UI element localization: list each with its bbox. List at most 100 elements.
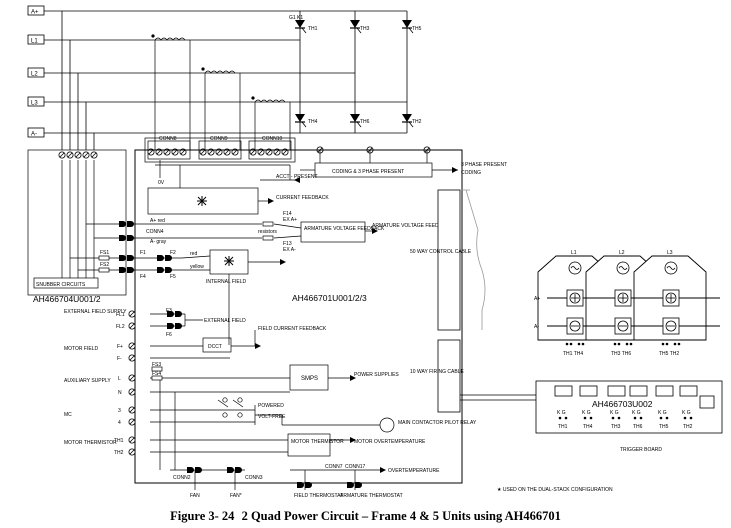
n-label: N	[118, 390, 122, 396]
snubber-wiring	[27, 149, 127, 296]
field-thermostat: FIELD THERMOSTAT	[294, 493, 343, 499]
gk-label: G1 K1	[289, 15, 303, 21]
th1-term-label: TH1	[114, 438, 124, 444]
stack-th-pair: TH3 TH6	[611, 351, 631, 357]
thyristor-label: TH2	[412, 119, 422, 125]
avf-box-label: ARMATURE VOLTAGE FEEDBACK	[304, 226, 385, 232]
aux-supply: AUXILIARY SUPPLY	[64, 378, 111, 384]
line-l1: L1	[31, 39, 38, 45]
conn10-label: CONN10	[262, 136, 283, 142]
figure-number: Figure 3- 24	[170, 509, 235, 523]
kg-label: K G	[582, 410, 591, 416]
a-plus-red: A+ red	[150, 218, 165, 224]
line-l2: L2	[31, 72, 38, 78]
minus-terminal-icon	[566, 317, 680, 335]
line-a-plus: A+	[31, 10, 39, 16]
conn17-label: CONN17	[345, 464, 366, 470]
relay-contacts	[217, 397, 244, 418]
main-contactor: MAIN CONTACTOR PILOT RELAY	[398, 420, 477, 426]
snubber-terminal-icon	[58, 151, 98, 159]
ex-a-minus: EX A-	[283, 247, 296, 253]
trigger-th-label: TH5	[659, 424, 669, 430]
kg-label: K G	[658, 410, 667, 416]
red-label: red	[190, 251, 197, 257]
conn4-label: CONN4	[146, 229, 164, 235]
thyristor-bridge	[299, 11, 408, 133]
figure-caption: Figure 3- 24 2 Quad Power Circuit – Fram…	[0, 509, 731, 524]
acct-present: ACCT - PRESENT	[276, 174, 318, 180]
line-l3: L3	[31, 101, 38, 107]
trigger-th-label: TH2	[683, 424, 693, 430]
smps-label: SMPS	[301, 376, 318, 382]
plus-terminal-icon	[566, 289, 680, 307]
thyristor-label: TH3	[360, 26, 370, 32]
power-supplies: POWER SUPPLIES	[354, 372, 399, 378]
conn3-label: CONN3	[245, 475, 263, 481]
stack-phase: L1	[571, 250, 577, 256]
mc-label: MC	[64, 412, 72, 418]
three-phase-present: 3 PHASE PRESENT	[461, 162, 507, 168]
fl1-label: FL1	[116, 312, 125, 318]
main-board-id: AH466701U001/2/3	[292, 293, 367, 303]
trigger-pins	[558, 416, 693, 420]
trigger-board-label: TRIGGER BOARD	[620, 447, 662, 453]
f1-label: F1	[140, 250, 146, 256]
stack-phase: L3	[667, 250, 673, 256]
coding-label: CODING	[461, 170, 481, 176]
a-minus-gray: A- gray	[150, 239, 167, 245]
f6-label: F6	[166, 332, 172, 338]
field-current-feedback: FIELD CURRENT FEEDBACK	[258, 326, 327, 332]
trigger-th-label: TH6	[633, 424, 643, 430]
fan-star-label: FAN*	[230, 493, 242, 499]
firing-cable-label: 10 WAY FIRING CABLE	[410, 369, 464, 375]
ext-field-supply: EXTERNAL FIELD SUPPLY	[64, 309, 127, 315]
thyristor-label: TH5	[412, 26, 422, 32]
snubber-label: SNUBBER CIRCUITS	[36, 282, 86, 288]
powered-label: POWERED	[258, 403, 284, 409]
trigger-board	[535, 380, 723, 434]
th2-term-label: TH2	[114, 450, 124, 456]
plug-icon	[119, 221, 362, 488]
conn9-label: CONN9	[210, 136, 228, 142]
stack-a-minus: A-	[534, 324, 539, 330]
internal-field: INTERNAL FIELD	[206, 279, 246, 285]
motor-field: MOTOR FIELD	[64, 346, 98, 352]
kg-label: K G	[632, 410, 641, 416]
dcct-label: DCCT	[208, 344, 222, 350]
stack-a-plus: A+	[534, 296, 540, 302]
thyristor-label: TH1	[308, 26, 318, 32]
f5-label: F5	[170, 274, 176, 280]
f4-label: F4	[140, 274, 146, 280]
ov-label: 0V	[158, 180, 165, 186]
f-minus-label: F-	[117, 356, 122, 362]
trigger-board-id: AH466703U002	[592, 399, 653, 409]
stack-th-pair: TH5 TH2	[659, 351, 679, 357]
coding-box-label: CODING & 3 PHASE PRESENT	[332, 169, 404, 175]
control-cable-label: 50 WAY CONTROL CABLE	[410, 249, 472, 255]
fs2-label: FS2	[100, 262, 109, 268]
stack-modules	[537, 255, 720, 341]
gate-pins	[565, 342, 681, 346]
l-label: L	[118, 376, 121, 382]
volt-free-label: VOLT-FREE	[258, 414, 286, 420]
fs4-label: FS4	[152, 371, 161, 377]
stack-th-pair: TH1 TH4	[563, 351, 583, 357]
conn8-label: CONN8	[159, 136, 177, 142]
figure-title: 2 Quad Power Circuit – Frame 4 & 5 Units…	[241, 509, 561, 523]
fuse-icon	[98, 221, 274, 381]
thyristor-label: TH4	[308, 119, 318, 125]
avf-label: ARMATURE VOLTAGE FEEDBACK	[372, 223, 453, 229]
kg-label: K G	[557, 410, 566, 416]
trigger-th-label: TH3	[611, 424, 621, 430]
yellow-label: yellow	[190, 264, 204, 270]
fl2-label: FL2	[116, 324, 125, 330]
supply-lines	[27, 5, 407, 150]
stack-phase: L2	[619, 250, 625, 256]
thyristor-icon	[294, 19, 414, 128]
fs1-label: FS1	[100, 250, 109, 256]
conn-strip	[144, 37, 296, 163]
kg-label: K G	[682, 410, 691, 416]
motor-thermistor-box: MOTOR THERMISTOR	[291, 439, 344, 445]
ct-dot	[151, 34, 255, 100]
